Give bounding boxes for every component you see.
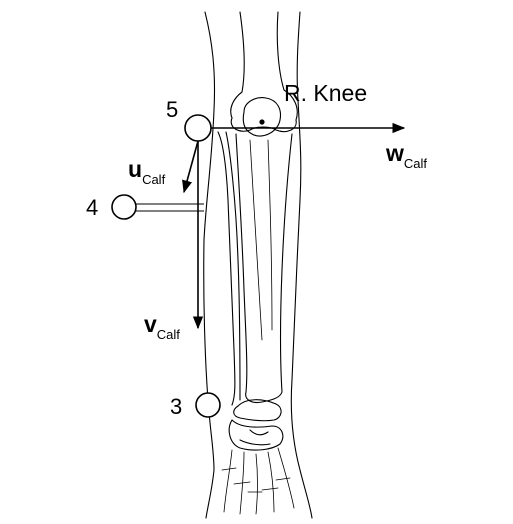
u-axis-subscript: Calf [142,172,166,187]
marker-5-label: 5 [166,97,178,122]
toe-joints [221,467,291,493]
w-axis-symbol: w [385,140,404,166]
marker-5-circle[interactable] [184,114,212,142]
marker-3-circle[interactable] [195,392,221,418]
w-axis-subscript: Calf [404,156,428,171]
u-axis-symbol: u [128,156,142,182]
marker-3-label: 3 [170,394,182,419]
knee-joint-label: R. Knee [284,80,367,106]
knee-joint-center [259,119,265,125]
v-axis-subscript: Calf [157,327,181,342]
tibia-inner [249,139,273,341]
leg-outline-left [203,11,216,519]
patella [242,97,282,137]
fibula [217,131,241,406]
u-axis-arrow [182,140,199,194]
w-axis-label: wCalf [385,140,427,171]
tarsal-bones [228,419,284,451]
marker-4-label: 4 [86,195,98,220]
marker-4-circle[interactable] [111,194,137,220]
leg-illustration [203,11,313,519]
femur [230,11,298,121]
u-axis-label: uCalf [128,156,166,187]
v-axis-label: vCalf [144,311,180,342]
v-axis-symbol: v [144,311,157,337]
femur-condyles [230,117,297,133]
tibia [235,133,293,404]
metatarsals [223,447,295,515]
leg-outline-right [290,11,313,519]
ankle-bones [233,399,282,422]
